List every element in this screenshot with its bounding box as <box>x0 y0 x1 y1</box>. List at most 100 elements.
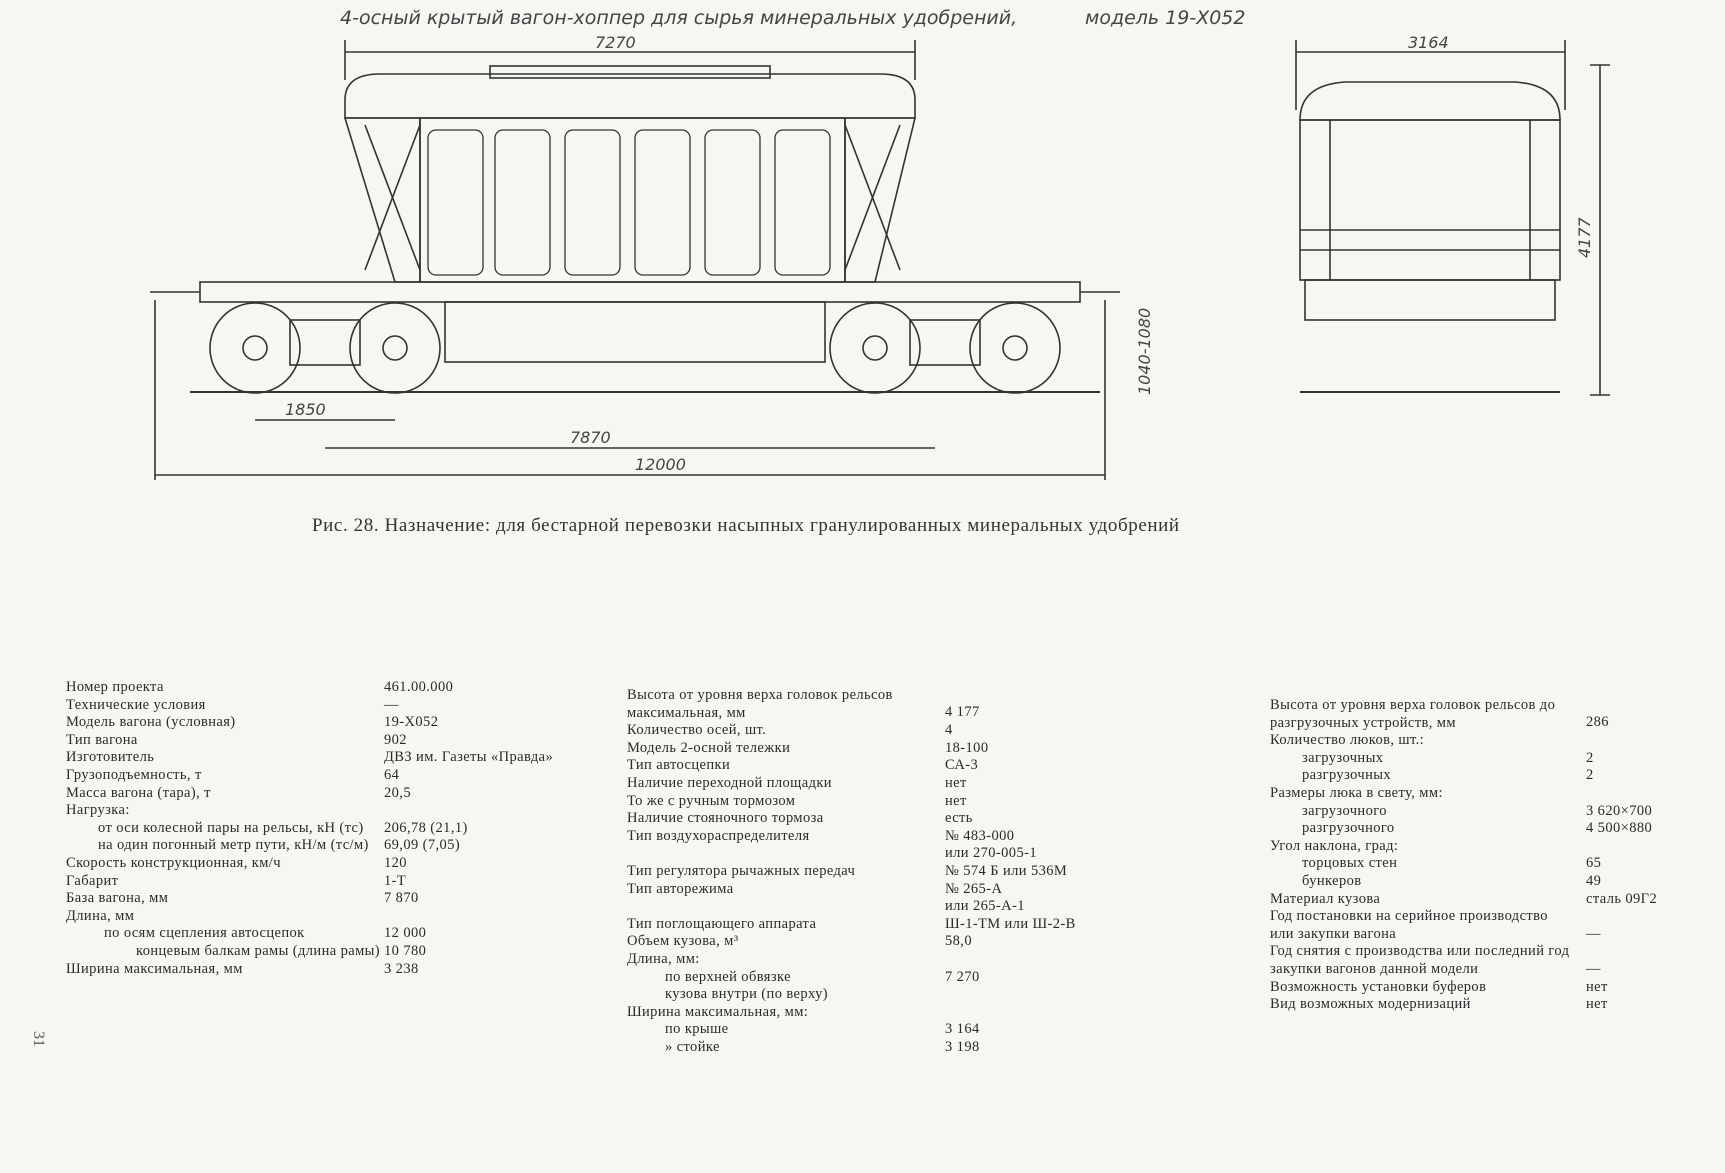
spec-value-continued: или 270-005-1 <box>945 845 1037 862</box>
spec-label: от оси колесной пары на рельсы, кН (тс) <box>98 819 364 836</box>
spec-label: разгрузочного <box>1302 820 1395 837</box>
spec-value: 3 238 <box>384 960 419 977</box>
dim-coupler-length: 12000 <box>635 455 686 474</box>
drawing-title: 4-осный крытый вагон-хоппер для сырья ми… <box>340 7 1017 29</box>
spec-value: 3 164 <box>945 1021 980 1038</box>
spec-label: Тип вагона <box>66 731 138 748</box>
spec-label: Тип воздухораспределителя <box>627 827 810 844</box>
spec-row: кузова внутри (по верху) <box>627 986 1147 1004</box>
spec-label: Высота от уровня верха головок рельсов д… <box>1270 697 1556 731</box>
spec-row: Вид возможных модернизаций нет <box>1270 996 1690 1014</box>
spec-label: Длина, мм <box>66 907 135 924</box>
spec-label: Возможность установки буферов <box>1270 978 1487 995</box>
spec-label: Наличие переходной площадки <box>627 774 832 791</box>
dim-wagon-base: 7870 <box>570 428 611 447</box>
spec-value: СА-3 <box>945 757 979 774</box>
spec-value: 7 870 <box>384 890 419 907</box>
spec-row: концевым балкам рамы (длина рамы)10 780 <box>66 943 486 961</box>
spec-value: 49 <box>1586 872 1602 889</box>
spec-value: 7 270 <box>945 968 980 985</box>
spec-label: загрузочных <box>1302 749 1384 766</box>
spec-label: Материал кузова <box>1270 890 1381 907</box>
spec-value: 4 177 <box>945 704 980 721</box>
spec-value: нет <box>945 774 967 791</box>
spec-row: по осям сцепления автосцепок 12 000 <box>66 925 486 943</box>
spec-value: 12 000 <box>384 925 427 942</box>
spec-value: № 574 Б или 536М <box>945 862 1068 879</box>
spec-label: Высота от уровня верха головок рельсов м… <box>627 687 893 721</box>
drawing-model: модель 19-Х052 <box>1085 7 1245 29</box>
spec-value: 19-Х052 <box>384 714 439 731</box>
spec-row: Модель вагона (условная)19-Х052 <box>66 714 486 732</box>
dim-width: 3164 <box>1408 33 1449 52</box>
spec-column-2: Высота от уровня верха головок рельсов м… <box>627 687 1147 1056</box>
end-view <box>1295 40 1610 396</box>
spec-value: есть <box>945 810 973 827</box>
spec-label: Количество люков, шт.: <box>1270 732 1425 749</box>
dim-body-length: 7270 <box>595 33 636 52</box>
spec-label: на один погонный метр пути, кН/м (тс/м) <box>98 837 369 854</box>
spec-value: 10 780 <box>384 942 427 959</box>
spec-value: 69,09 (7,05) <box>384 837 461 854</box>
spec-value: — <box>1586 925 1601 942</box>
spec-row: Длина, мм <box>66 908 486 926</box>
spec-column-3: Высота от уровня верха головок рельсов д… <box>1270 697 1690 1014</box>
technical-drawing: 4-осный крытый вагон-хоппер для сырья ми… <box>0 0 1725 540</box>
page-number: 31 <box>30 1031 47 1047</box>
figure-caption: Рис. 28. Назначение: для бестарной перев… <box>312 515 1180 536</box>
spec-value: 18-100 <box>945 739 989 756</box>
spec-label: Объем кузова, м³ <box>627 933 739 950</box>
spec-label: по верхней обвязке <box>665 968 791 985</box>
spec-label: Модель 2-осной тележки <box>627 739 791 756</box>
spec-row: торцовых стен 65 <box>1270 855 1690 873</box>
spec-row: База вагона, мм 7 870 <box>66 890 486 908</box>
spec-label: Год постановки на серийное производство … <box>1270 908 1548 942</box>
spec-label: Тип авторежима <box>627 880 734 897</box>
spec-row: Год снятия с производства или последний … <box>1270 943 1690 978</box>
spec-value: № 265-А <box>945 880 1003 897</box>
spec-label: База вагона, мм <box>66 890 169 907</box>
spec-label: Нагрузка: <box>66 802 130 819</box>
spec-value: Ш-1-ТМ или Ш-2-В <box>945 915 1076 932</box>
side-view <box>150 40 1120 480</box>
spec-label: Грузоподъемность, т <box>66 766 202 783</box>
spec-row: Угол наклона, град: <box>1270 838 1690 856</box>
spec-value: 20,5 <box>384 784 411 801</box>
spec-row: Объем кузова, м³ 58,0 <box>627 933 1147 951</box>
spec-value: 4 <box>945 722 953 739</box>
dim-height: 4177 <box>1575 216 1594 258</box>
spec-label: Ширина максимальная, мм: <box>627 1003 809 1020</box>
spec-value-continued: или 265-А-1 <box>945 898 1025 915</box>
spec-label: Масса вагона (тара), т <box>66 784 211 801</box>
spec-label: по осям сцепления автосцепок <box>104 925 305 942</box>
spec-label: Вид возможных модернизаций <box>1270 996 1471 1013</box>
spec-row: Нагрузка: <box>66 802 486 820</box>
spec-label: Изготовитель <box>66 749 155 766</box>
spec-label: Номер проекта <box>66 679 164 695</box>
spec-row: Технические условия— <box>66 697 486 715</box>
spec-value: № 483-000 <box>945 827 1015 844</box>
spec-value: 902 <box>384 731 407 748</box>
spec-value: 58,0 <box>945 933 972 950</box>
spec-row: Год постановки на серийное производство … <box>1270 908 1690 943</box>
spec-label: То же с ручным тормозом <box>627 792 796 809</box>
spec-row: Ширина максимальная, мм: <box>627 1004 1147 1022</box>
spec-label: Количество осей, шт. <box>627 722 767 739</box>
spec-value: сталь 09Г2 <box>1586 890 1658 907</box>
spec-label: загрузочного <box>1302 802 1387 819</box>
spec-value: 65 <box>1586 855 1602 872</box>
spec-row: Размеры люка в свету, мм: <box>1270 785 1690 803</box>
spec-value: 206,78 (21,1) <box>384 819 468 836</box>
spec-row: Высота от уровня верха головок рельсов м… <box>627 687 1147 722</box>
spec-value: нет <box>1586 996 1608 1013</box>
spec-label: торцовых стен <box>1302 855 1398 872</box>
